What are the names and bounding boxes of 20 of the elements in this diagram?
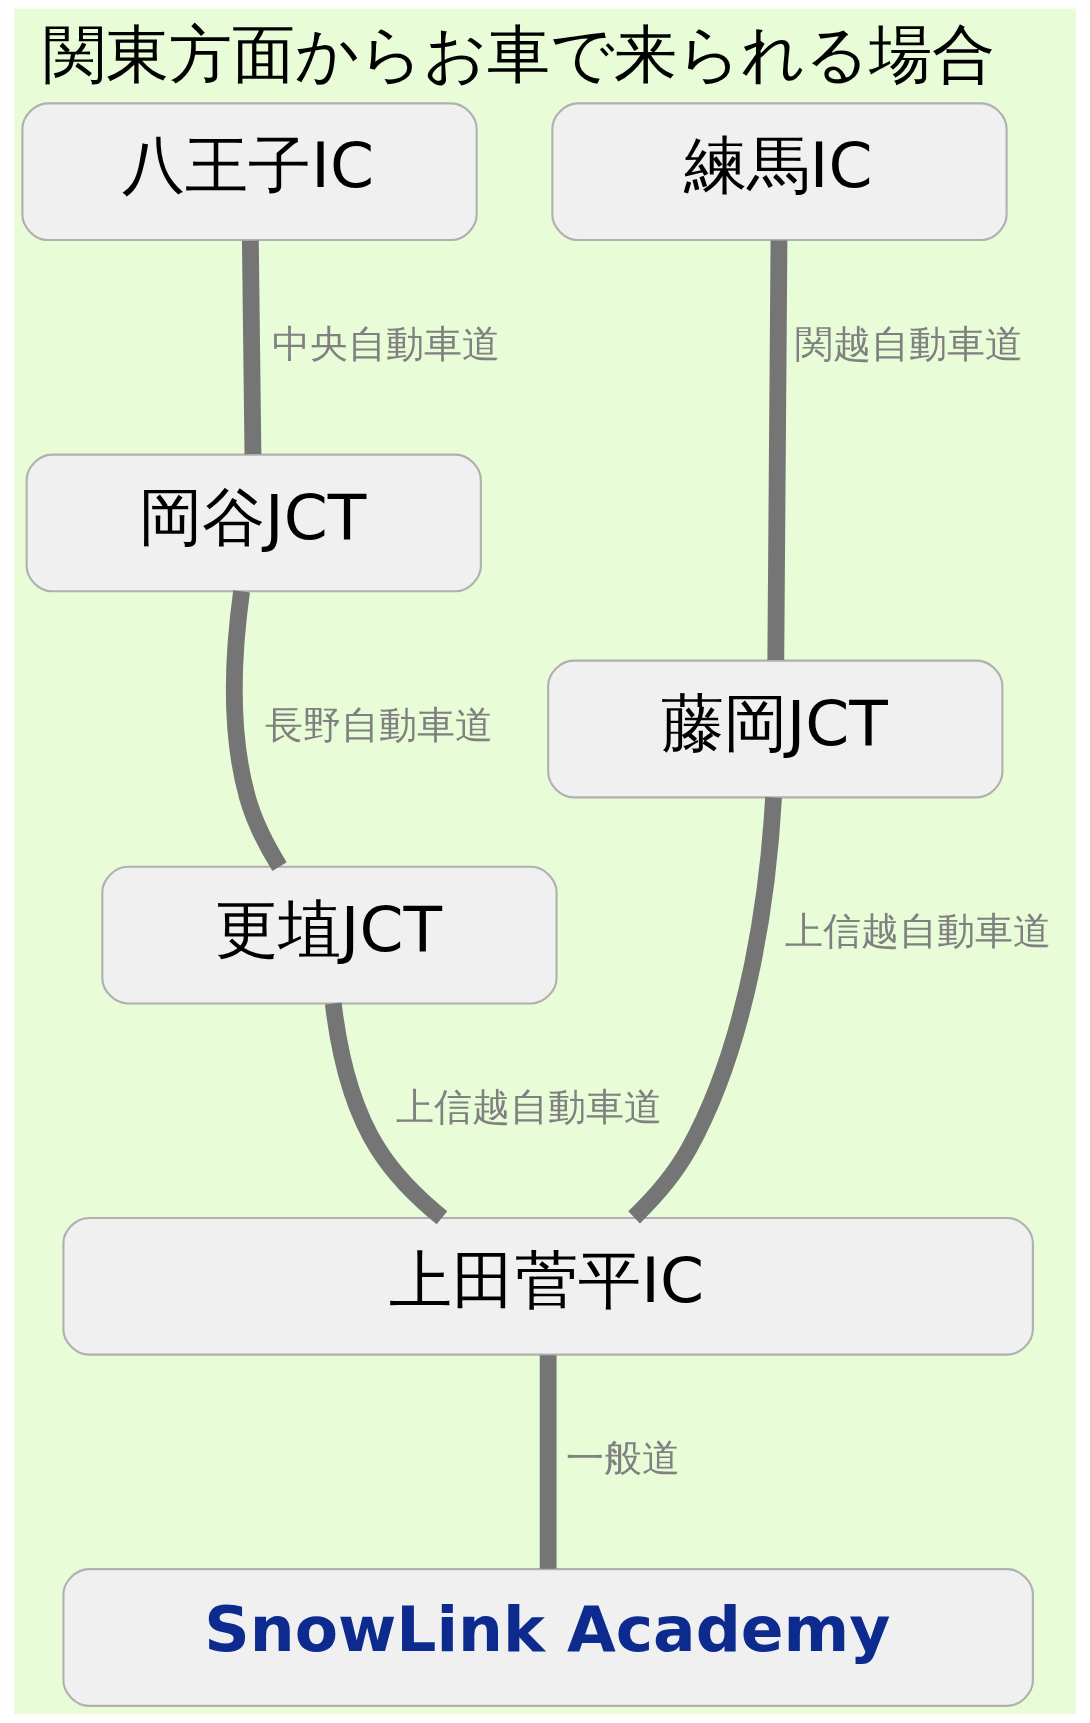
node-box: 更埴JCT <box>101 865 558 1005</box>
node-box: 岡谷JCT <box>25 453 482 593</box>
connector <box>226 590 287 872</box>
connector <box>324 1002 448 1225</box>
node-box: 上田菅平IC <box>62 1216 1034 1356</box>
edge-label: 上信越自動車道 <box>395 1084 662 1129</box>
diagram-title: 関東方面からお車で来られる場合 <box>42 17 995 92</box>
connector <box>767 240 788 660</box>
edge-label: 中央自動車道 <box>271 321 500 366</box>
node-box: SnowLink Academy <box>62 1568 1034 1707</box>
node-box: 練馬IC <box>551 102 1008 242</box>
edge-label: 一般道 <box>566 1436 681 1481</box>
edge-label: 関越自動車道 <box>795 321 1024 366</box>
connector <box>241 240 262 455</box>
connector <box>628 796 782 1224</box>
node-box: 八王子IC <box>21 102 478 242</box>
node-box: 藤岡JCT <box>547 659 1004 799</box>
connector <box>539 1355 557 1569</box>
edge-label: 長野自動車道 <box>265 703 494 748</box>
edge-label: 上信越自動車道 <box>784 909 1051 954</box>
